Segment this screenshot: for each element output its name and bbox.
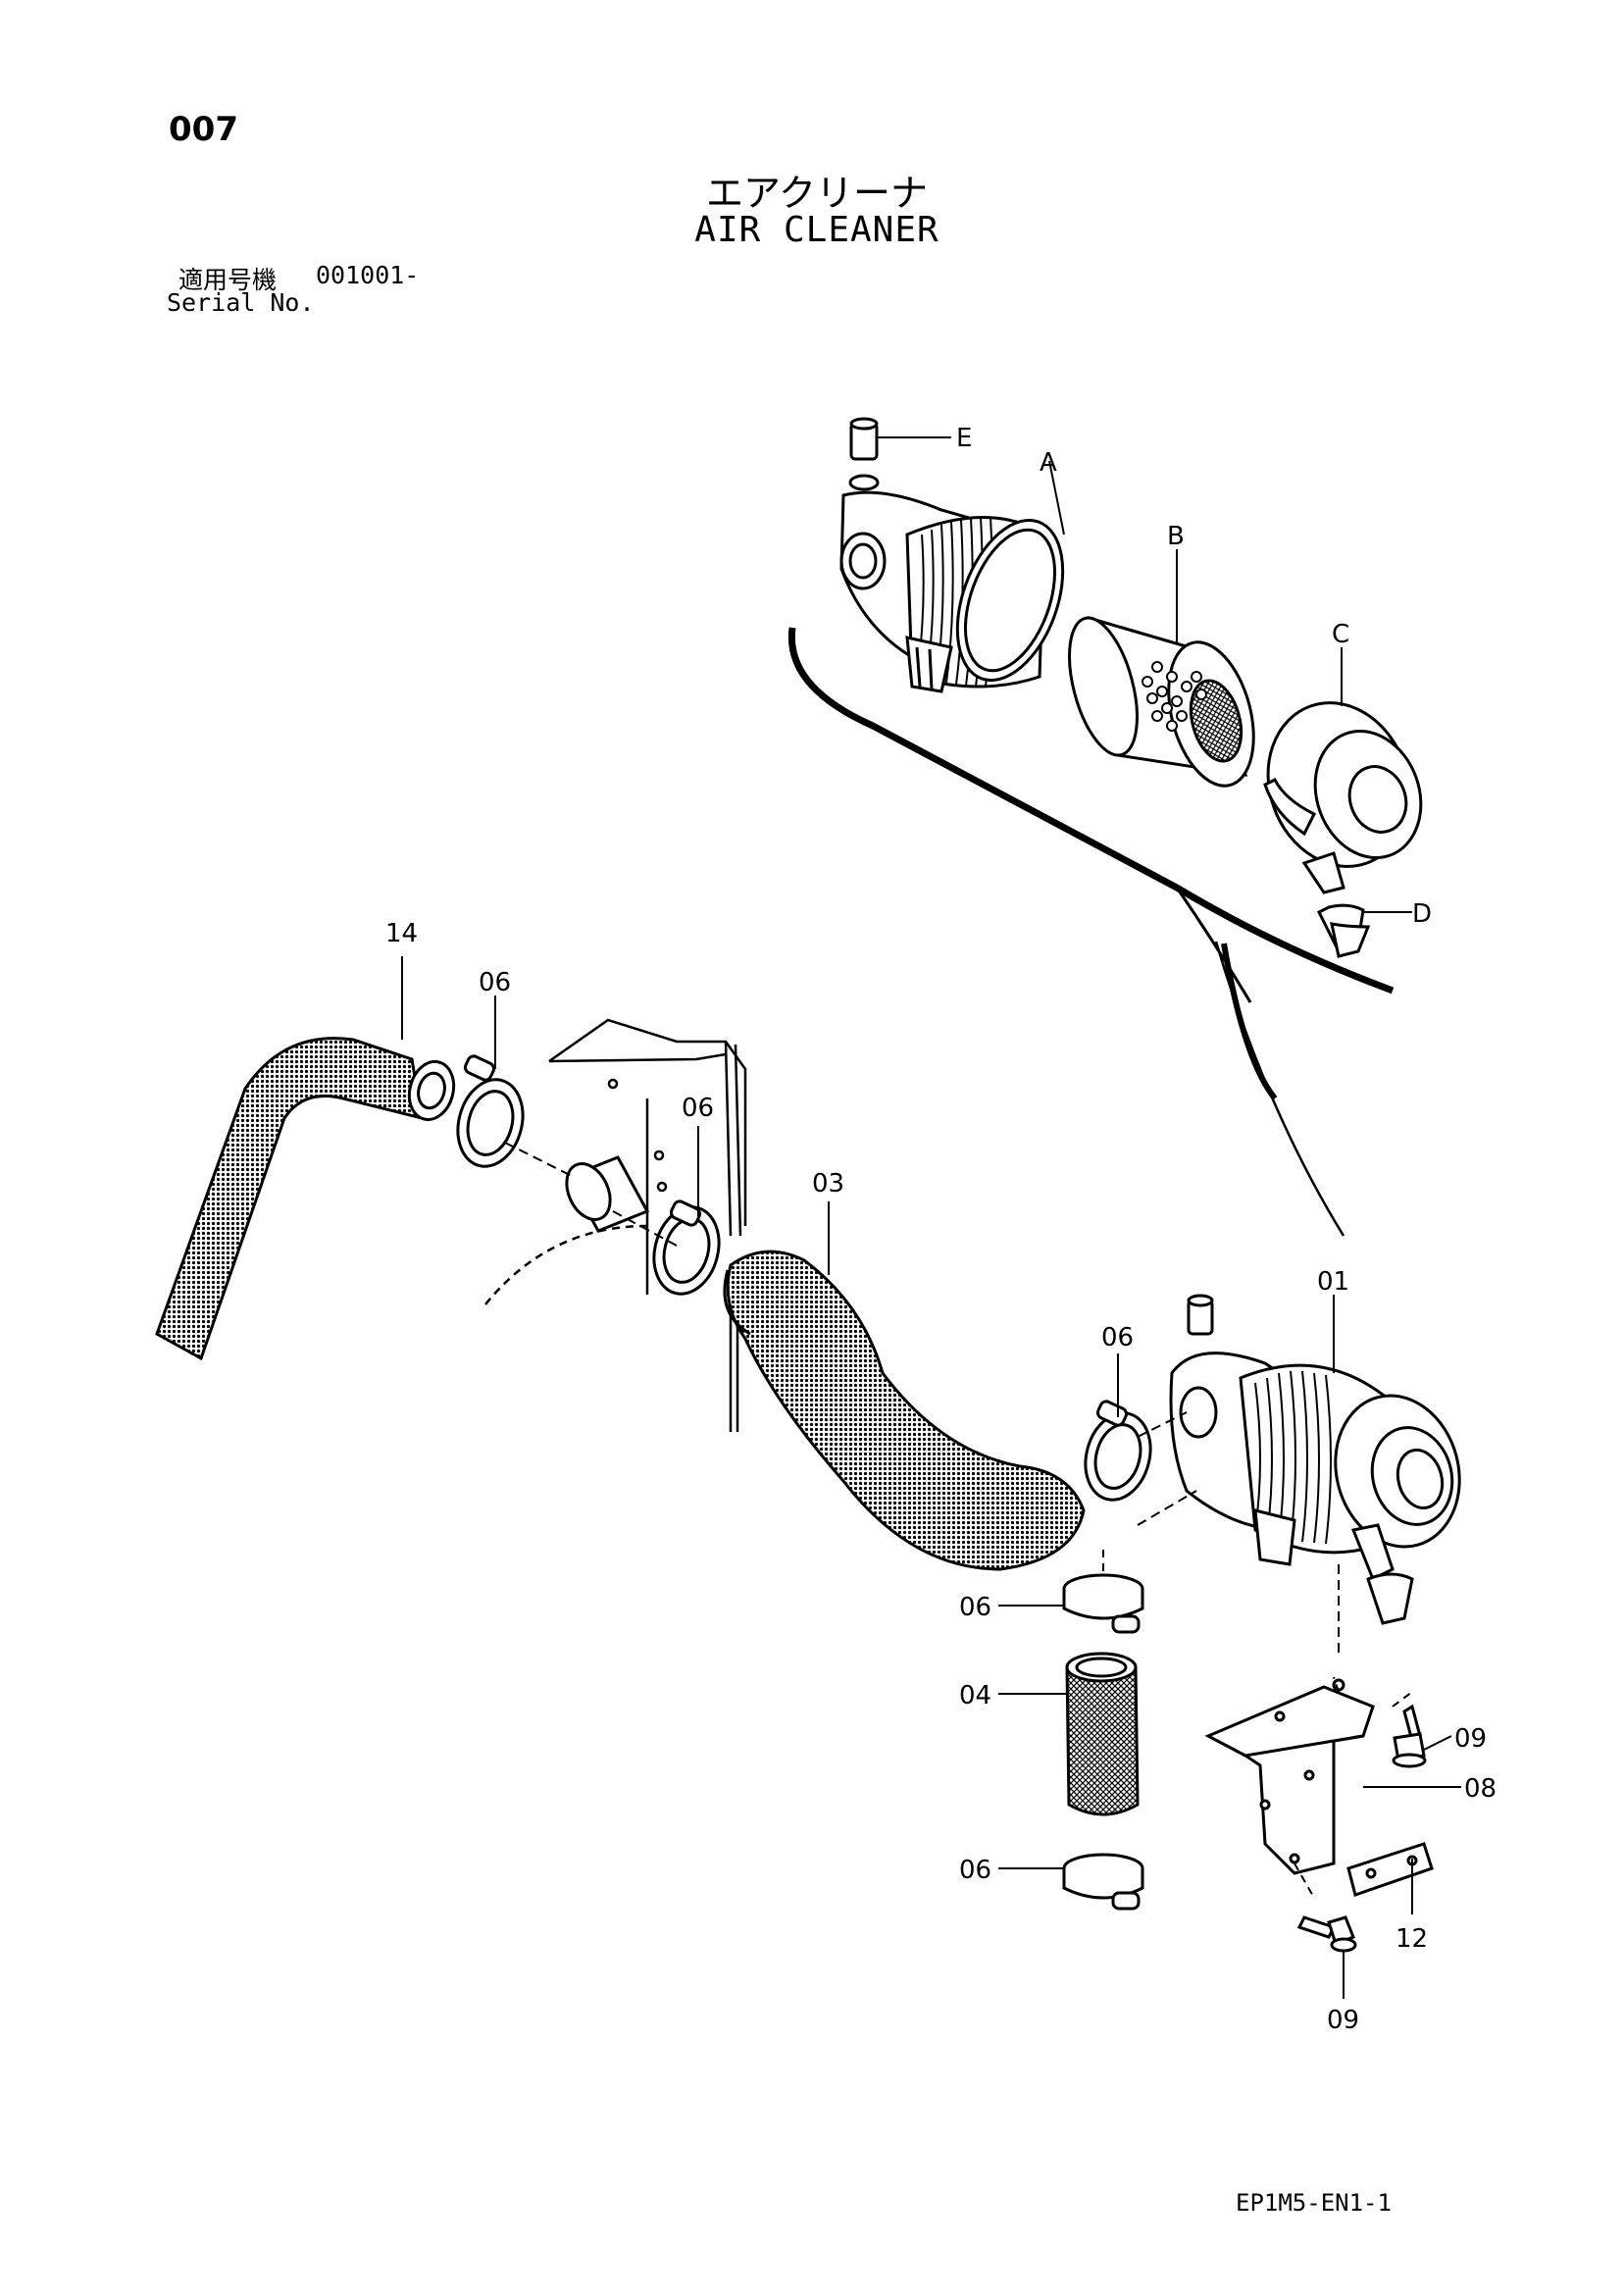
- callout-06-lower-bottom: 06: [959, 1856, 991, 1885]
- callout-06-lower-top: 06: [959, 1593, 991, 1622]
- serial-label-japanese: 適用号機: [178, 266, 278, 294]
- callout-D: D: [1412, 899, 1432, 929]
- plate-12-drawing: [1346, 1842, 1434, 1897]
- air-cleaner-01-drawing: [1169, 1294, 1461, 1625]
- detail-bubble-outline: [787, 627, 1395, 1237]
- filter-element-detail-drawing: [1068, 616, 1255, 788]
- callout-06-near-cleaner: 06: [1101, 1323, 1134, 1352]
- callout-06-upper-left: 06: [479, 968, 511, 997]
- callout-03: 03: [812, 1169, 844, 1199]
- callout-B: B: [1167, 522, 1185, 551]
- callout-09-upper: 09: [1454, 1724, 1487, 1754]
- callout-E: E: [956, 424, 972, 453]
- callout-09-lower: 09: [1327, 2006, 1359, 2035]
- callout-12: 12: [1396, 1924, 1428, 1954]
- mounting-bracket-drawing: [484, 1018, 747, 1432]
- serial-number-value: 001001-: [316, 261, 420, 289]
- hose-clamp-drawing: [456, 1054, 721, 1296]
- callout-14: 14: [385, 919, 418, 948]
- drain-tube-assembly-drawing: [1062, 1550, 1144, 1911]
- callout-04: 04: [959, 1681, 991, 1710]
- serial-label: Serial No.: [167, 288, 315, 317]
- callout-A: A: [1040, 448, 1057, 478]
- page-title-japanese: エアクリーナ: [705, 172, 929, 215]
- hose-03-drawing: [723, 1250, 1086, 1571]
- cover-detail-drawing: [1263, 701, 1423, 958]
- page-title: AIR CLEANER: [694, 210, 939, 250]
- bracket-08-drawing: [1204, 1676, 1413, 1899]
- bolt-09-drawing: [1296, 1704, 1427, 1953]
- leader-lines: [401, 436, 1461, 1999]
- callout-06-upper-middle: 06: [682, 1094, 714, 1123]
- callout-08: 08: [1464, 1774, 1497, 1804]
- air-cleaner-housing-detail-drawing: [839, 417, 1065, 693]
- callout-C: C: [1332, 620, 1349, 649]
- hose-clamp-near-cleaner-drawing: [1084, 1400, 1340, 1658]
- document-code: EP1M5-EN1-1: [1236, 2189, 1392, 2217]
- callout-01: 01: [1317, 1267, 1349, 1297]
- page-number: 007: [169, 110, 238, 149]
- hose-14-drawing: [155, 1037, 456, 1361]
